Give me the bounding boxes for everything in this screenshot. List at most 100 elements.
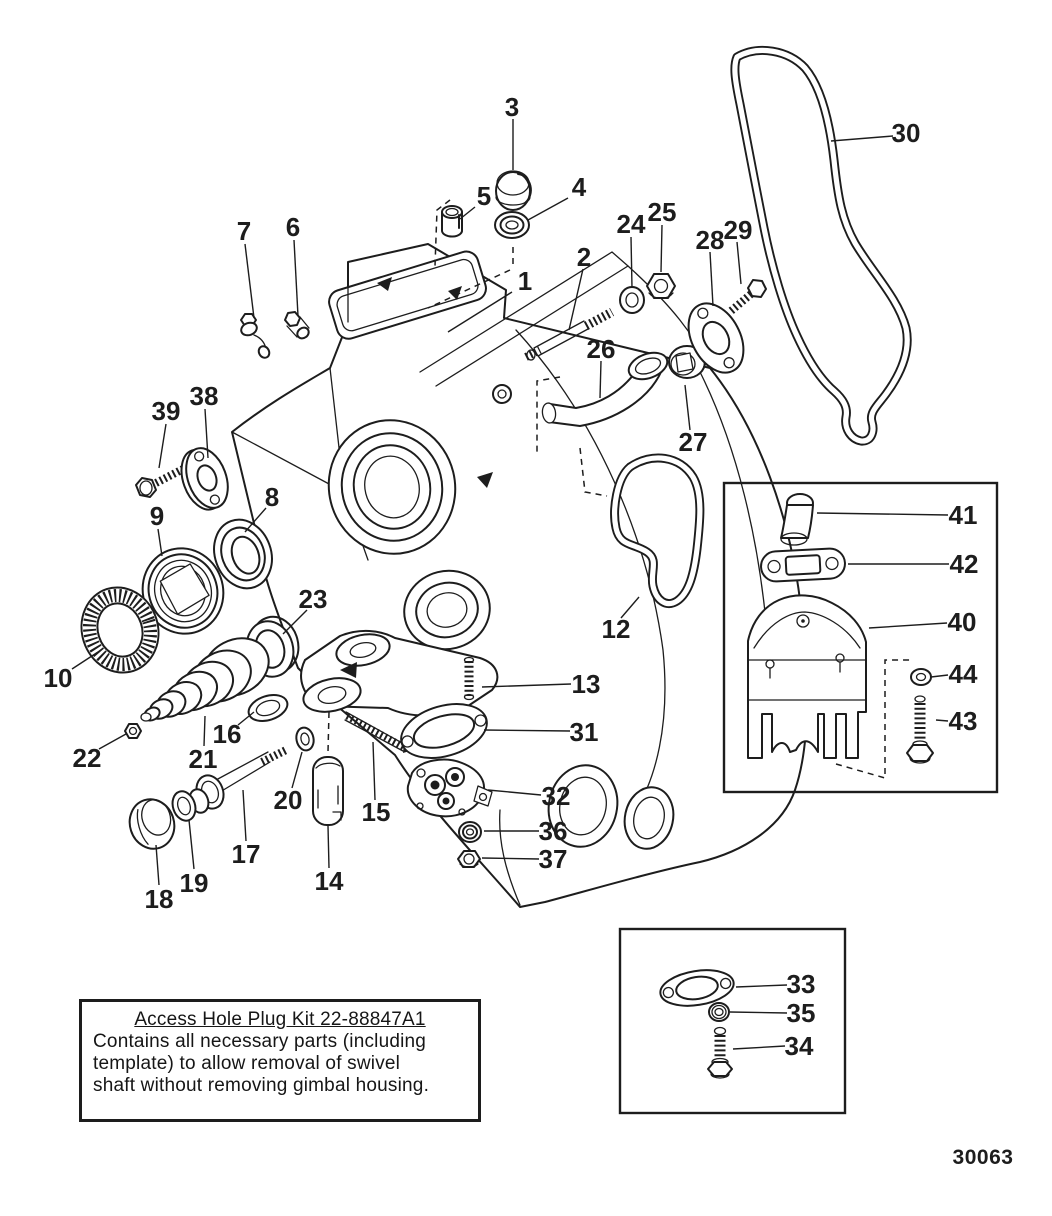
- callout-27: 27: [679, 427, 708, 457]
- callout-leader-17: [242, 789, 247, 842]
- callout-7: 7: [237, 216, 251, 246]
- callout-17: 17: [232, 839, 261, 869]
- callout-leader-1: [447, 291, 513, 333]
- callout-33: 33: [787, 969, 816, 999]
- callout-leader-24: [630, 236, 633, 289]
- callout-8: 8: [265, 482, 279, 512]
- callout-leader-20: [291, 751, 303, 789]
- part-pin-14: [312, 756, 344, 826]
- callout-22: 22: [73, 743, 102, 773]
- note-line-3: shaft without removing gimbal housing.: [93, 1075, 430, 1096]
- callout-leader-30: [830, 135, 894, 142]
- callout-43: 43: [949, 706, 978, 736]
- callout-28: 28: [696, 225, 725, 255]
- part-nut-37: [457, 850, 481, 868]
- callout-leader-5: [459, 206, 476, 220]
- callout-25: 25: [648, 197, 677, 227]
- callout-10: 10: [44, 663, 73, 693]
- callout-32: 32: [542, 781, 571, 811]
- callout-leader-23: [282, 609, 308, 635]
- callout-leader-32: [487, 789, 542, 796]
- part-bellows-boot-21: [140, 637, 270, 722]
- callout-leader-31: [483, 729, 571, 732]
- callout-29: 29: [724, 215, 753, 245]
- callout-23: 23: [299, 584, 328, 614]
- callout-24: 24: [617, 209, 646, 239]
- part-washer-16: [247, 694, 289, 722]
- callout-leader-26: [599, 360, 602, 399]
- callout-leader-21: [203, 715, 206, 747]
- note-title: Access Hole Plug Kit 22-88847A1: [134, 1009, 426, 1030]
- part-nut-25: [646, 273, 676, 299]
- part-gasket-30: [730, 46, 912, 446]
- part-washer-20: [295, 726, 315, 752]
- callout-leader-35: [729, 1011, 788, 1014]
- part-nut-22: [124, 723, 142, 739]
- callout-leader-28: [709, 251, 714, 307]
- part-bolt-29: [728, 279, 767, 315]
- part-gimbal-housing: [231, 199, 808, 908]
- part-race-10: [80, 586, 160, 674]
- callout-leader-9: [157, 528, 163, 557]
- callout-leader-25: [660, 224, 663, 273]
- callout-1: 1: [518, 266, 532, 296]
- callout-19: 19: [180, 868, 209, 898]
- inset-box-plug-kit: [618, 927, 847, 1115]
- callout-leader-12: [620, 596, 640, 619]
- callout-15: 15: [362, 797, 391, 827]
- note-line-2: template) to allow removal of swivel: [93, 1053, 401, 1074]
- callout-31: 31: [570, 717, 599, 747]
- callout-leader-15: [372, 741, 376, 801]
- part-bolt-34: [707, 1026, 733, 1079]
- inset-box-anode: [722, 481, 999, 794]
- figure-number: 30063: [952, 1146, 1014, 1169]
- part-washer-35: [708, 1002, 730, 1022]
- callout-44: 44: [949, 659, 978, 689]
- callout-20: 20: [274, 785, 303, 815]
- part-gasket-12: [610, 453, 705, 609]
- callout-leader-44: [930, 674, 949, 678]
- callout-leader-40: [868, 622, 948, 629]
- callout-41: 41: [949, 500, 978, 530]
- access-hole-plug-kit-note: Access Hole Plug Kit 22-88847A1 Contains…: [79, 999, 481, 1122]
- callout-leader-7: [244, 243, 255, 319]
- part-stud-13: [463, 656, 475, 701]
- callout-16: 16: [213, 719, 242, 749]
- callout-6: 6: [286, 212, 300, 242]
- callout-12: 12: [602, 614, 631, 644]
- part-cap-18: [128, 798, 176, 850]
- callout-34: 34: [785, 1031, 814, 1061]
- callout-leader-29: [736, 241, 742, 285]
- callout-14: 14: [315, 866, 344, 896]
- part-flange-28: [687, 302, 745, 374]
- part-cap-3: [495, 170, 532, 211]
- callout-38: 38: [190, 381, 219, 411]
- housing-upper-bore: [327, 419, 457, 555]
- callout-leader-22: [98, 733, 127, 750]
- callout-leader-14: [327, 825, 330, 869]
- callout-leader-18: [155, 844, 160, 886]
- callout-leader-16: [237, 711, 255, 726]
- part-grease-fitting-7: [240, 313, 271, 359]
- callout-leader-38: [204, 408, 209, 459]
- part-gasket-42: [760, 547, 846, 583]
- callout-leader-33: [735, 984, 788, 988]
- part-washer-44: [910, 668, 932, 686]
- callout-39: 39: [152, 396, 181, 426]
- part-plug-41: [780, 493, 814, 546]
- part-stud-2: [524, 308, 615, 361]
- part-bushing-5: [441, 205, 463, 238]
- callout-21: 21: [189, 744, 218, 774]
- part-bolt-43: [906, 695, 934, 764]
- callout-leader-27: [684, 384, 691, 431]
- callout-18: 18: [145, 884, 174, 914]
- callout-leader-34: [732, 1045, 786, 1050]
- callout-leader-39: [158, 423, 167, 469]
- callout-4: 4: [572, 172, 587, 202]
- callout-leader-19: [188, 819, 195, 870]
- callout-leader-6: [293, 239, 299, 317]
- part-seal-4: [494, 211, 530, 239]
